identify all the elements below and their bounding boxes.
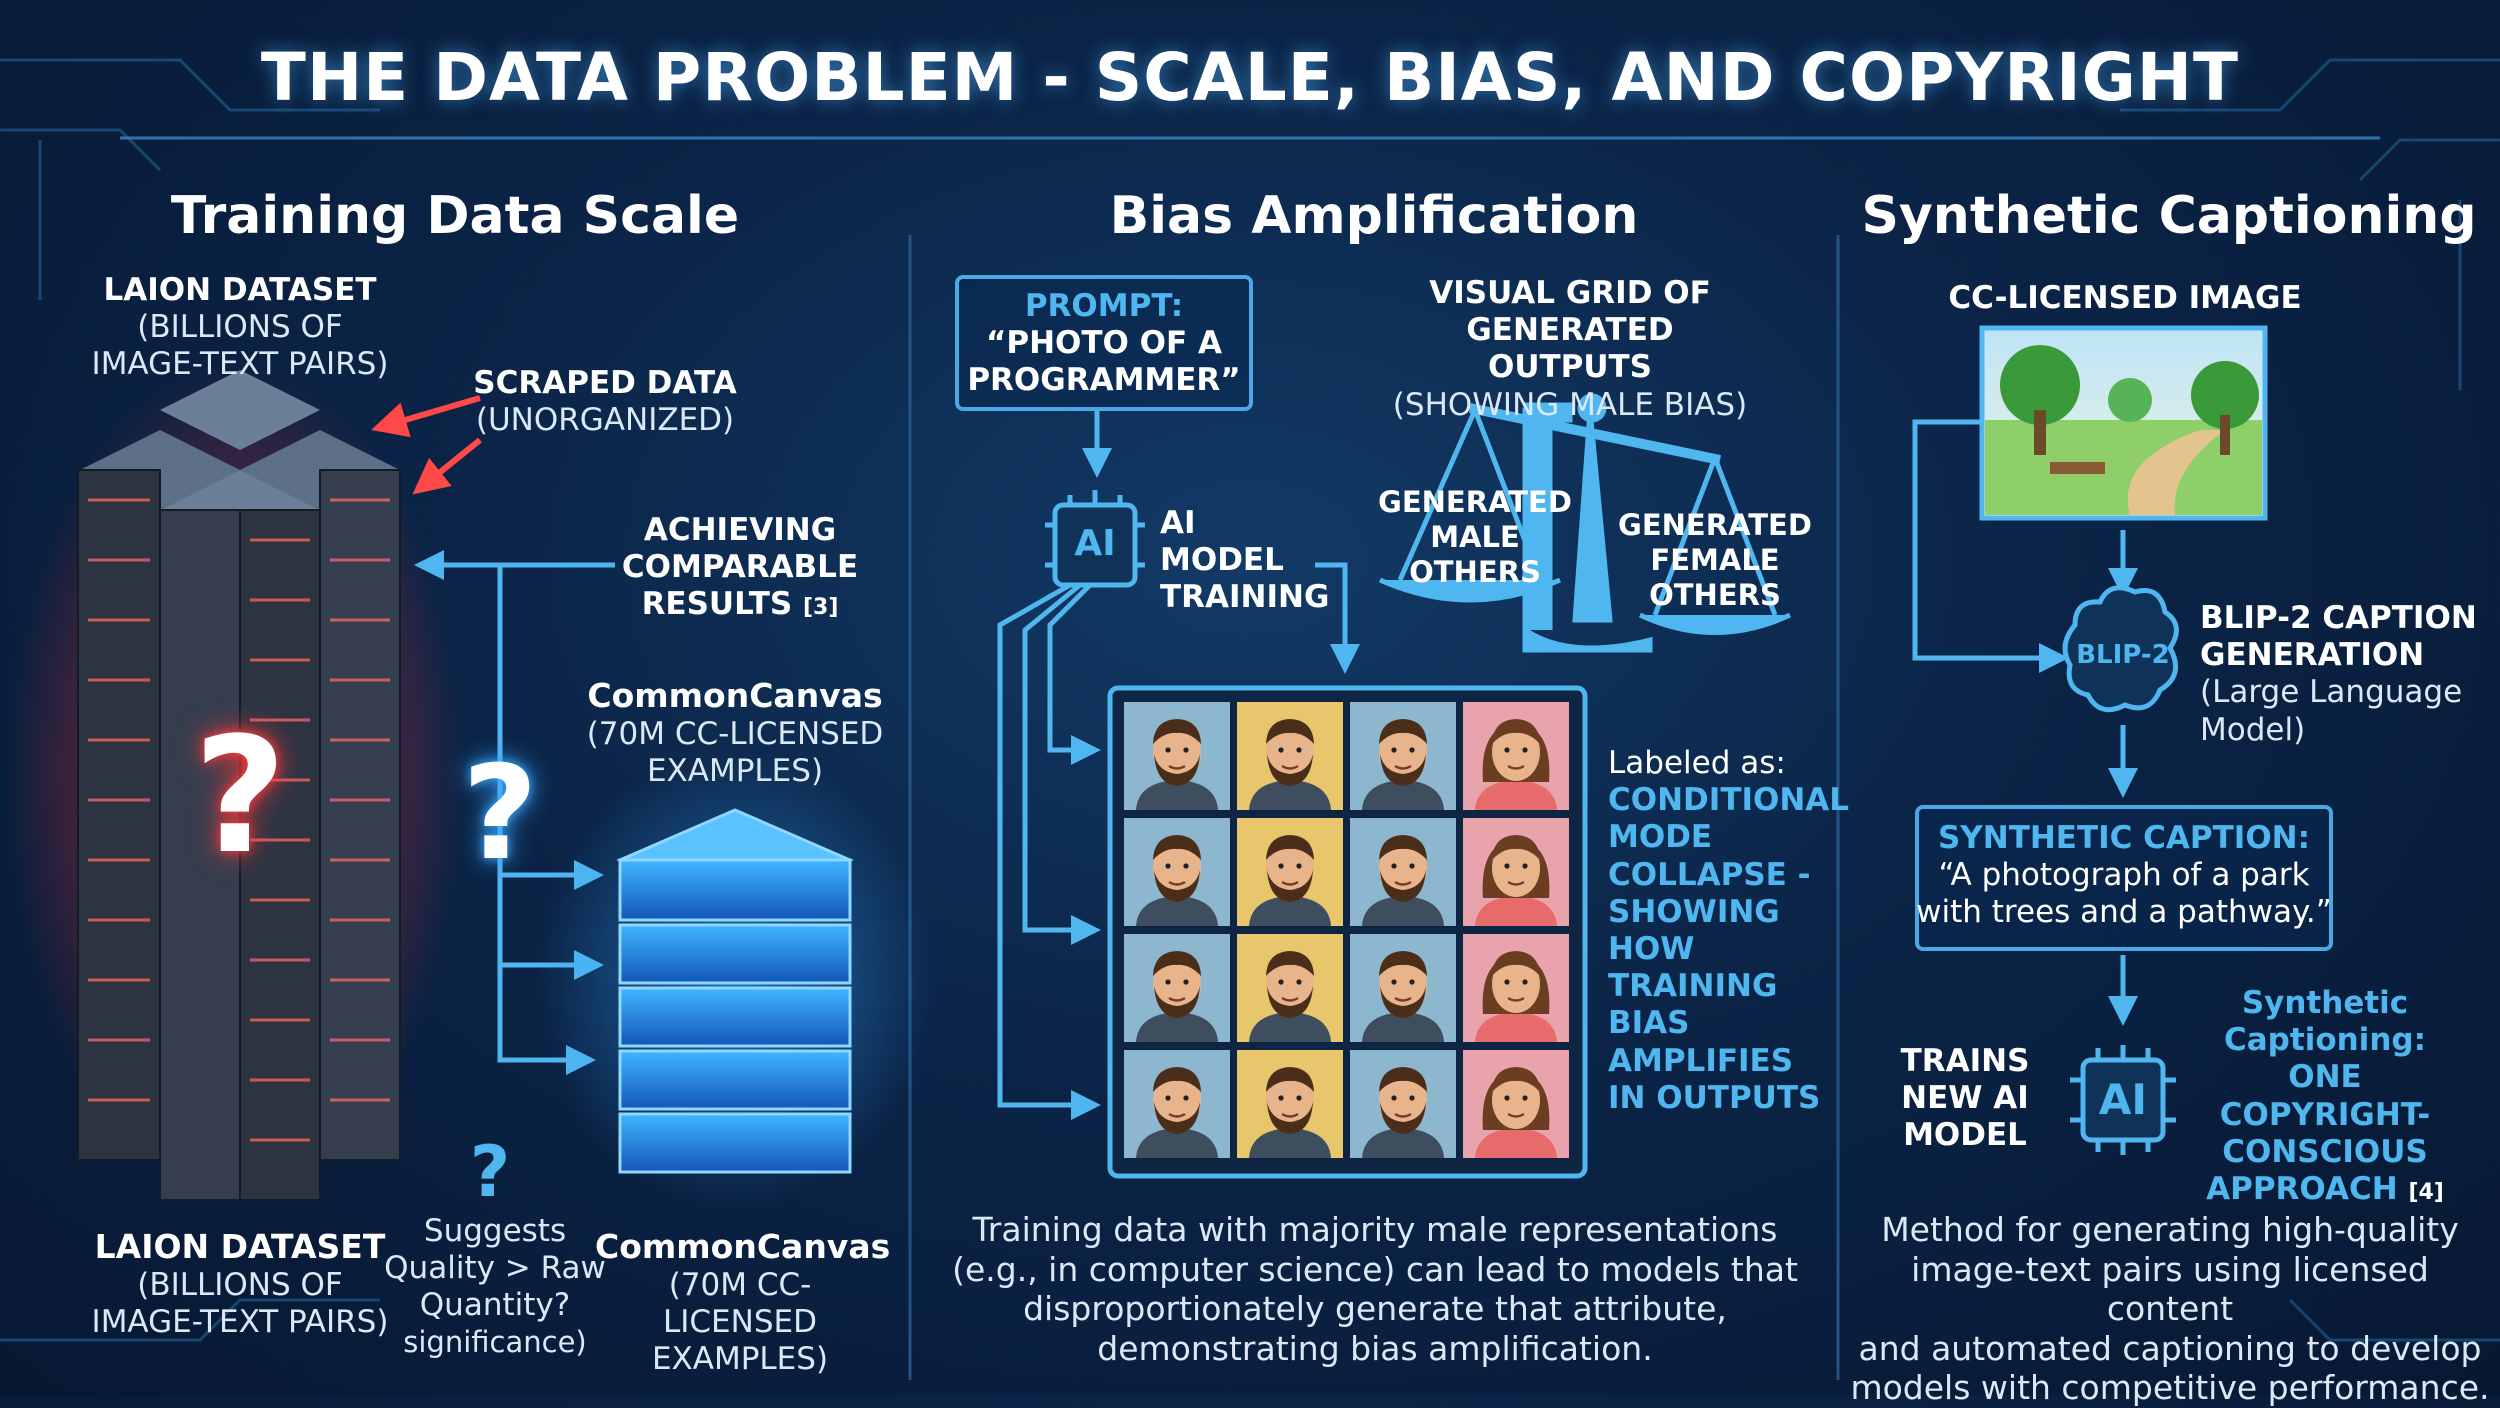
scraped-data-label: SCRAPED DATA (UNORGANIZED) [473,365,737,439]
bias-connectors [997,410,1360,1120]
commoncanvas-cube-stack [616,808,854,1174]
laion-server-stack [77,370,401,1201]
face-tile-female [1461,932,1571,1044]
server-stripes [88,498,390,1142]
circuit-decor [0,58,2500,1342]
face-tile-male [1348,1048,1458,1160]
face-tile-male [1122,700,1232,812]
heading-bias-amplification: Bias Amplification [1109,186,1639,246]
bias-caption: Training data with majority male represe… [952,1210,1798,1368]
visual-grid-title: VISUAL GRID OF GENERATED OUTPUTS (SHOWIN… [1392,275,1748,423]
ai-chip-synthetic [2070,1045,2176,1155]
face-tile-female [1461,1048,1571,1160]
synthetic-caption-text: SYNTHETIC CAPTION: “A photograph of a pa… [1916,820,2332,931]
ai-model-training-label: AI MODEL TRAINING [1160,505,1330,616]
red-arrow-1 [371,395,481,438]
face-tile-male [1122,816,1232,928]
suggests-quality-label: Suggests Quality > Raw Quantity? signifi… [384,1213,606,1359]
red-question-mark: ? [193,702,287,889]
heading-synthetic-captioning: Synthetic Captioning [1861,186,2477,246]
generated-male-label: GENERATED MALE OTHERS [1378,485,1572,589]
balance-scale-icon [1378,393,1792,653]
page-title: THE DATA PROBLEM - SCALE, BIAS, AND COPY… [260,39,2240,116]
prompt-box [955,275,1253,411]
face-tile-male [1235,1048,1345,1160]
heading-training-data-scale: Training Data Scale [170,186,740,246]
face-tile-female [1461,700,1571,812]
generated-face-grid [1122,700,1577,1165]
face-tile-male [1122,932,1232,1044]
face-tile-male [1122,1048,1232,1160]
approach-label: Synthetic Captioning: ONE COPYRIGHT- CON… [2206,985,2444,1207]
face-tile-male [1348,932,1458,1044]
ai-chip-label-2: AI [2098,1075,2148,1124]
commoncanvas-label-top: CommonCanvas (70M CC-LICENSED EXAMPLES) [586,676,884,789]
prompt-text: PROMPT: “PHOTO OF A PROGRAMMER” [967,288,1241,399]
blue-question-mark: ? [462,737,538,889]
commoncanvas-label-bottom: CommonCanvas (70M CC-LICENSED EXAMPLES) [595,1227,891,1377]
blip2-chip-label: BLIP-2 [2076,640,2170,670]
face-tile-male [1235,700,1345,812]
trains-new-ai-label: TRAINS NEW AI MODEL [1900,1043,2030,1154]
blip2-generation-label: BLIP-2 CAPTION GENERATION (Large Languag… [2200,600,2477,748]
face-tile-male [1235,932,1345,1044]
ai-chip-bias [1045,490,1145,588]
small-question-mark: ? [469,1131,511,1213]
face-tile-female [1461,816,1571,928]
achieving-results-label: ACHIEVING COMPARABLE RESULTS [3] [621,512,859,623]
laion-label-bottom: LAION DATASET (BILLIONS OF IMAGE-TEXT PA… [91,1227,389,1340]
face-tile-male [1235,816,1345,928]
blip2-chip-icon [2062,585,2179,713]
labeled-as-block: Labeled as: CONDITIONAL MODE COLLAPSE - … [1608,745,1850,1116]
face-tile-male [1348,816,1458,928]
face-tile-male [1348,700,1458,812]
synthetic-caption-description: Method for generating high-quality image… [1850,1210,2490,1408]
park-scene [1985,345,2262,515]
red-arrow-2 [412,437,482,495]
generated-female-label: GENERATED FEMALE OTHERS [1618,508,1812,612]
ai-chip-label: AI [1074,523,1116,564]
laion-label-top: LAION DATASET (BILLIONS OF IMAGE-TEXT PA… [91,272,389,383]
synthetic-caption-box [1915,805,2333,951]
cc-licensed-image-label: CC-LICENSED IMAGE [1948,280,2302,316]
synthetic-connectors [1912,419,2138,1026]
